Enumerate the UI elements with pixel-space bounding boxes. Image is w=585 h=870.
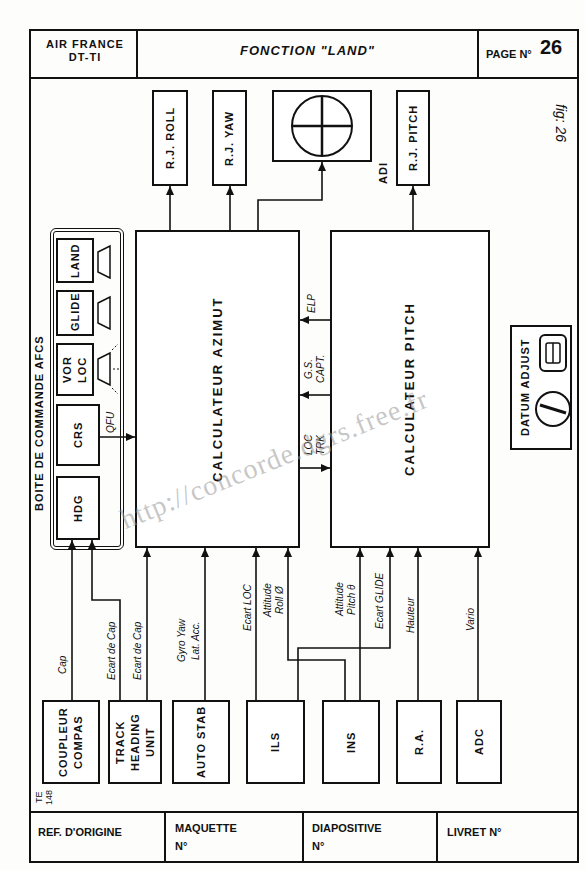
datum-adjust-panel: DATUM ADJUST xyxy=(510,325,572,450)
box-label: INS xyxy=(344,705,359,779)
signal-name: Vario xyxy=(465,600,477,640)
signal-line xyxy=(204,548,206,700)
signal-line xyxy=(412,186,414,230)
figure-number: fig: 26 xyxy=(553,88,569,158)
unit-box: AUTO STAB xyxy=(172,700,230,784)
footer-text: N° xyxy=(175,840,187,853)
unit-box: ILS xyxy=(246,700,305,784)
header-divider xyxy=(136,30,138,78)
computer-box: CALCULATEUR AZIMUT xyxy=(135,230,300,548)
signal-line xyxy=(477,548,479,700)
signal-name: Attitude Pitch θ xyxy=(334,572,357,627)
header-rule xyxy=(30,77,578,79)
adi-indicator: ADI xyxy=(272,90,372,162)
footer-divider xyxy=(436,812,438,862)
signal-line xyxy=(92,540,120,700)
box-label: COUPLEUR COMPAS xyxy=(56,705,86,779)
footer-divider xyxy=(302,812,304,862)
signal-line xyxy=(258,162,322,230)
signal-line xyxy=(71,540,73,700)
box-label: R.J. PITCH xyxy=(406,95,421,181)
header-divider xyxy=(477,30,479,78)
signal-line xyxy=(298,548,390,700)
footer-text: LIVRET N° xyxy=(447,826,502,839)
signal-name: Ecart de Cap xyxy=(106,608,118,693)
box-label: ADC xyxy=(472,705,487,779)
unit-box: R.J. ROLL xyxy=(152,90,188,186)
computer-box: CALCULATEUR PITCH xyxy=(330,230,490,548)
signal-line xyxy=(169,186,171,230)
indicator-lamp xyxy=(98,246,110,278)
mode-button: VOR LOC xyxy=(56,343,94,396)
signal-name: QFU xyxy=(105,410,117,434)
header-text: PAGE N° xyxy=(486,48,532,61)
reference-code: TE 148 xyxy=(34,784,55,810)
unit-box: R.A. xyxy=(396,700,442,784)
box-label: R.J. YAW xyxy=(222,95,237,181)
indicator-lamp xyxy=(98,353,110,385)
header-text: AIR FRANCE DT-TI xyxy=(35,38,135,63)
signal-name: LOC TRK xyxy=(303,430,326,460)
box-label: CALCULATEUR AZIMUT xyxy=(205,294,231,484)
signal-line xyxy=(229,186,231,230)
unit-box: R.J. YAW xyxy=(212,90,247,186)
footer-divider xyxy=(164,812,166,862)
box-label: AUTO STAB xyxy=(194,705,209,779)
control-panel: BOITE DE COMMANDE AFCSHDGCRSVOR LOCGLIDE… xyxy=(50,228,124,550)
adi-symbol xyxy=(274,92,370,160)
signal-name: Gyro Yaw xyxy=(176,610,188,672)
box-label: DATUM ADJUST xyxy=(518,330,533,445)
indicator-lamp xyxy=(98,297,110,329)
box-label: CRS xyxy=(71,409,86,461)
indicator-label: ADI xyxy=(376,156,391,190)
diagram-title: FONCTION "LAND" xyxy=(137,44,478,59)
signal-line xyxy=(300,467,330,469)
signal-name: G.S. CAPT. xyxy=(303,350,326,388)
box-label: GLIDE xyxy=(68,295,83,331)
signal-name: ELP xyxy=(306,292,318,316)
page-number: 26 xyxy=(540,36,562,59)
box-label: TRACK HEADING UNIT xyxy=(113,705,158,779)
signal-line xyxy=(255,548,257,700)
unit-box: INS xyxy=(322,700,380,784)
signal-line xyxy=(146,548,148,700)
datum-knob-symbol xyxy=(532,327,572,448)
signal-name: Ecart LOC xyxy=(242,575,254,640)
signal-name: Ecart GLIDE xyxy=(374,565,386,637)
mode-button: LAND xyxy=(56,238,94,283)
signal-line xyxy=(100,436,135,438)
signal-line xyxy=(417,548,419,700)
box-label: CALCULATEUR PITCH xyxy=(397,294,423,484)
signal-line xyxy=(300,319,330,321)
footer-text: N° xyxy=(312,840,324,853)
box-label: HDG xyxy=(71,481,86,535)
box-label: R.J. ROLL xyxy=(163,95,178,181)
box-label: R.A. xyxy=(412,705,427,779)
signal-name: Hauteur xyxy=(405,590,417,640)
signal-name: Attitude Roll Ø xyxy=(262,575,285,625)
signal-name: Lat. Acc. xyxy=(190,610,202,672)
box-label: LAND xyxy=(68,243,83,278)
signal-line xyxy=(300,394,330,396)
panel-heading: BOITE DE COMMANDE AFCS xyxy=(32,292,47,554)
unit-box: ADC xyxy=(456,700,502,784)
footer-text: DIAPOSITIVE xyxy=(312,822,382,835)
signal-line xyxy=(359,548,361,700)
mode-button: HDG xyxy=(56,476,100,540)
mode-button: CRS xyxy=(56,404,100,466)
unit-box: R.J. PITCH xyxy=(396,90,430,186)
signal-name: Ecart de Cap xyxy=(132,608,144,693)
mode-button: GLIDE xyxy=(56,290,94,336)
box-label: VOR LOC xyxy=(60,348,90,391)
unit-box: COUPLEUR COMPAS xyxy=(42,700,100,784)
signal-name: Cap xyxy=(57,645,69,685)
unit-box: TRACK HEADING UNIT xyxy=(108,700,162,784)
box-label: ILS xyxy=(268,705,283,779)
lamp-glow xyxy=(112,344,120,394)
frame-border xyxy=(30,30,578,862)
footer-text: MAQUETTE xyxy=(175,822,237,835)
footer-text: REF. D'ORIGINE xyxy=(38,826,122,839)
